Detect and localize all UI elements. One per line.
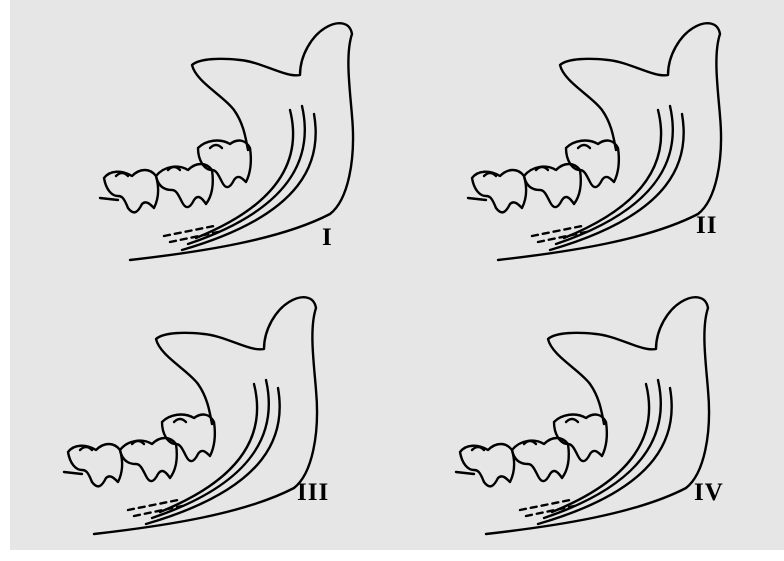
panel-ii-mandible bbox=[468, 23, 721, 260]
panel-label-i: I bbox=[322, 224, 333, 252]
panel-iii-mandible bbox=[64, 297, 317, 534]
panel-iv-mandible bbox=[456, 297, 709, 534]
panel-label-ii: II bbox=[696, 212, 717, 240]
panel-i-mandible bbox=[100, 23, 353, 260]
panel-label-iv: IV bbox=[694, 479, 724, 507]
panel-label-iii: III bbox=[297, 479, 329, 507]
